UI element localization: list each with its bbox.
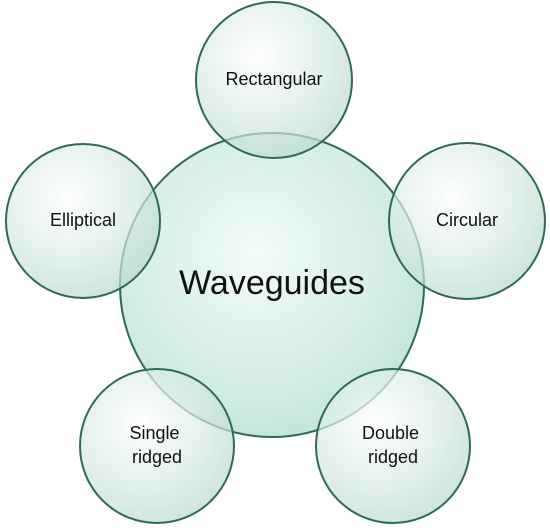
node-label: Elliptical xyxy=(50,210,116,230)
node-label: Rectangular xyxy=(225,69,322,89)
node-rectangular: Rectangular xyxy=(195,1,353,159)
node-label-line: Single xyxy=(129,423,179,443)
node-label: Single ridged xyxy=(129,423,184,467)
node-circular: Circular xyxy=(388,142,546,300)
node-double-ridged: Double ridged xyxy=(315,368,471,524)
node-label-line: Elliptical xyxy=(50,210,116,230)
node-circle xyxy=(195,1,353,159)
node-label-line: ridged xyxy=(132,447,182,467)
node-label: Circular xyxy=(436,210,498,230)
node-circle xyxy=(315,368,471,524)
node-circle xyxy=(79,368,235,524)
center-circle-group: Waveguides xyxy=(119,132,425,438)
node-circle xyxy=(388,142,546,300)
node-label-line: ridged xyxy=(368,447,418,467)
node-label-line: Circular xyxy=(436,210,498,230)
node-single-ridged: Single ridged xyxy=(79,368,235,524)
node-label: Double ridged xyxy=(362,423,424,467)
node-label-line: Double xyxy=(362,423,419,443)
center-label: Waveguides xyxy=(179,264,365,302)
outer-nodes: Rectangular Circular Double ridged Singl… xyxy=(5,1,546,524)
node-elliptical: Elliptical xyxy=(5,143,161,299)
node-circle xyxy=(5,143,161,299)
node-label-line: Rectangular xyxy=(225,69,322,89)
